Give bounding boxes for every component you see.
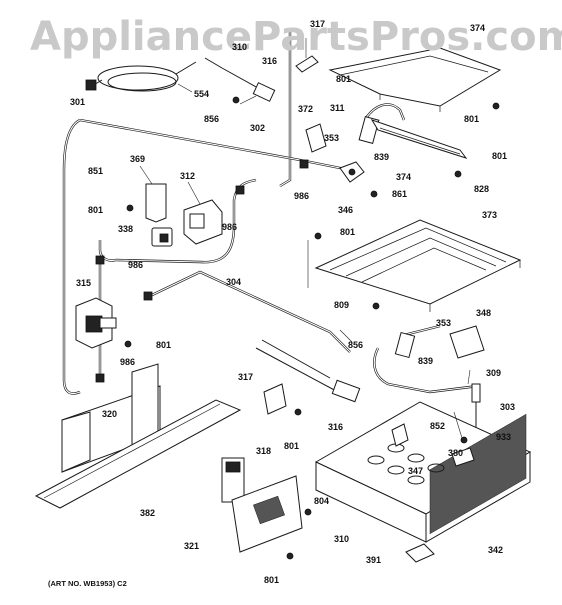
broiler-drawer-310: [314, 401, 532, 543]
callout-315: 315: [76, 278, 92, 288]
callout-316-lower: 316: [328, 422, 344, 432]
callout-310-lower: 310: [334, 534, 350, 544]
callout-374-top: 374: [470, 23, 486, 33]
callout-338: 338: [118, 224, 134, 234]
valve-312: [183, 181, 223, 245]
callout-933: 933: [496, 432, 512, 442]
regulator-338: [151, 227, 173, 247]
callout-303: 303: [500, 402, 516, 412]
screw-861: [370, 190, 378, 198]
callout-554: 554: [194, 89, 210, 99]
igniter-316-top: [204, 57, 276, 105]
spark-module-318: [221, 457, 245, 503]
callout-321: 321: [184, 541, 200, 551]
callout-986-left: 986: [128, 260, 144, 270]
callout-302: 302: [250, 123, 266, 133]
callout-801-right2: 801: [492, 151, 508, 161]
callout-318: 318: [256, 446, 272, 456]
rail-382: [34, 399, 242, 509]
screw-852: [460, 436, 468, 444]
clamp-380: [451, 447, 475, 467]
burner-353-lower: [373, 324, 479, 394]
callout-347: 347: [408, 466, 424, 476]
screw-801-mid: [314, 232, 322, 240]
callout-301: 301: [70, 97, 86, 107]
callout-312: 312: [180, 171, 196, 181]
callout-809: 809: [334, 300, 350, 310]
bracket-317-top: [295, 38, 319, 73]
clip-347: [391, 423, 409, 447]
part-303: [471, 383, 481, 430]
callout-348: 348: [476, 308, 492, 318]
callout-856-lower: 856: [348, 340, 364, 350]
callout-856-top: 856: [204, 114, 220, 124]
callout-801-bottom: 801: [264, 575, 280, 585]
screw-804: [304, 508, 312, 516]
callout-861: 861: [392, 189, 408, 199]
callout-373: 373: [482, 210, 498, 220]
screw-801-bottom: [286, 552, 294, 560]
igniter-316-lower: [255, 339, 361, 403]
callout-346: 346: [338, 205, 354, 215]
callout-986-mid: 986: [222, 222, 238, 232]
callout-317-lower: 317: [238, 372, 254, 382]
callout-801-left: 801: [88, 205, 104, 215]
callout-986-lower: 986: [120, 357, 136, 367]
callout-839-top: 839: [374, 152, 390, 162]
callout-311: 311: [330, 103, 345, 113]
callout-801-mid: 801: [340, 227, 356, 237]
callout-342: 342: [488, 545, 504, 555]
callout-380: 380: [448, 448, 464, 458]
callout-804: 804: [314, 496, 330, 506]
callout-801-top: 801: [336, 74, 352, 84]
callout-801-right: 801: [464, 114, 480, 124]
cover-348: [449, 325, 485, 359]
callout-828: 828: [474, 184, 490, 194]
screw-801-left: [126, 204, 134, 212]
heat-shield-374: [328, 47, 502, 112]
shield-373: [314, 219, 522, 312]
callout-851: 851: [88, 166, 104, 176]
bracket-317-lower: [263, 383, 287, 415]
callout-801-lower: 801: [284, 441, 300, 451]
screw-828: [454, 170, 462, 178]
callout-304: 304: [226, 277, 242, 287]
screw-801-valve: [124, 340, 132, 348]
wire-harness-554: [85, 61, 197, 93]
screw-856: [232, 96, 240, 104]
screw-809: [372, 302, 380, 310]
bracket-320: [61, 363, 161, 473]
callout-316-top: 316: [262, 56, 278, 66]
callout-320: 320: [102, 409, 118, 419]
valve-315: [75, 297, 117, 349]
callout-852: 852: [430, 421, 446, 431]
foot-391: [405, 543, 435, 563]
control-board-321: [231, 475, 303, 553]
callout-317-top: 317: [310, 19, 326, 29]
plate-372: [305, 123, 327, 153]
burner-311: [358, 103, 468, 159]
watermark: AppliancePartsPros.com: [30, 14, 562, 60]
callout-374-mid: 374: [396, 172, 412, 182]
callout-309: 309: [486, 368, 502, 378]
callout-391: 391: [366, 555, 382, 565]
screw-801: [492, 102, 500, 110]
callout-801-valve: 801: [156, 340, 172, 350]
bracket-369: [139, 165, 167, 223]
callout-372: 372: [298, 104, 314, 114]
callout-986-top: 986: [294, 191, 310, 201]
callout-310-top: 310: [232, 42, 248, 52]
callout-382: 382: [140, 508, 156, 518]
callout-353-top: 353: [324, 133, 340, 143]
art-number: (ART NO. WB1953) C2: [48, 579, 127, 588]
screw-801-lower: [294, 408, 302, 416]
orifice-346: [339, 161, 365, 183]
callout-839-lower: 839: [418, 356, 434, 366]
callout-353-lower: 353: [436, 318, 452, 328]
callout-369: 369: [130, 154, 146, 164]
